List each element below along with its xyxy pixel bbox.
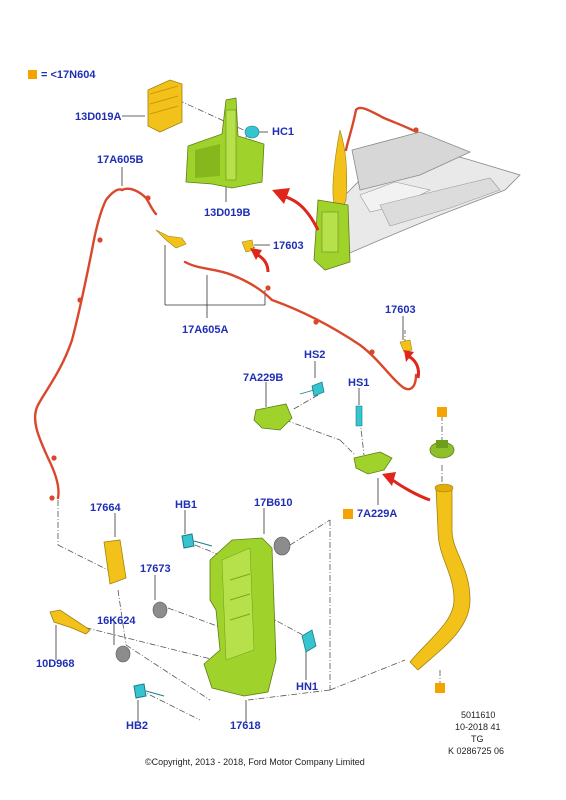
legend-text: = <17N604 (41, 69, 96, 81)
nozzle-17603-b (399, 339, 413, 353)
label-17603-a: 17603 (273, 240, 304, 252)
label-17664: 17664 (90, 502, 121, 514)
grommet-17673 (152, 601, 168, 619)
label-HN1: HN1 (296, 681, 319, 693)
label-13D019A: 13D019A (75, 111, 122, 123)
ref-date: 10-2018 41 (455, 722, 501, 732)
red-arrowheads (250, 188, 414, 486)
ref-code: TG (471, 734, 484, 744)
hose-clips (49, 127, 473, 501)
washer-jet (155, 229, 187, 249)
label-17618: 17618 (230, 720, 261, 732)
bracket-7A229B (253, 403, 293, 431)
bolt-HB1 (181, 533, 213, 549)
bracket-7A229A-marker-icon (343, 509, 353, 519)
bracket-7A229A (353, 451, 393, 475)
grommet-16K624 (115, 645, 131, 663)
bolt-HB2 (133, 683, 165, 699)
label-10D968: 10D968 (36, 658, 75, 670)
label-13D019B: 13D019B (204, 207, 251, 219)
label-7A229A: 7A229A (357, 508, 398, 520)
label-16K624: 16K624 (97, 615, 136, 627)
label-HB1: HB1 (175, 499, 198, 511)
label-17603-b: 17603 (385, 304, 416, 316)
grommet-17B610 (273, 536, 291, 556)
label-HC1: HC1 (272, 126, 295, 138)
sensor-10D968 (49, 609, 91, 635)
label-17673: 17673 (140, 563, 171, 575)
bracket-13D019A (147, 79, 183, 133)
label-17B610: 17B610 (254, 497, 293, 509)
filler-neck (409, 483, 471, 671)
label-7A229B: 7A229B (243, 372, 284, 384)
ref-part-number: K 0286725 06 (448, 746, 505, 756)
legend-swatch-icon (28, 70, 37, 79)
clip-HC1 (244, 125, 260, 139)
filler-cap-marker-icon (437, 407, 447, 417)
label-HS2: HS2 (304, 349, 326, 361)
bolt-HS1 (355, 405, 363, 427)
bracket-13D019B (185, 97, 265, 189)
callout-lines (55, 115, 404, 722)
label-HS1: HS1 (348, 377, 370, 389)
reservoir-17618 (203, 537, 277, 697)
label-17A605B: 17A605B (97, 154, 144, 166)
vehicle-frame-context (313, 129, 521, 271)
filler-neck-marker-icon (435, 683, 445, 693)
ref-number: 5011610 (461, 710, 496, 720)
copyright-text: ©Copyright, 2013 - 2018, Ford Motor Comp… (145, 757, 365, 767)
label-17A605A: 17A605A (182, 324, 229, 336)
bolt-HS2 (299, 381, 325, 397)
filler-cap (429, 440, 455, 459)
pump-17664 (103, 539, 127, 585)
nut-HN1 (301, 629, 317, 653)
label-HB2: HB2 (126, 720, 149, 732)
